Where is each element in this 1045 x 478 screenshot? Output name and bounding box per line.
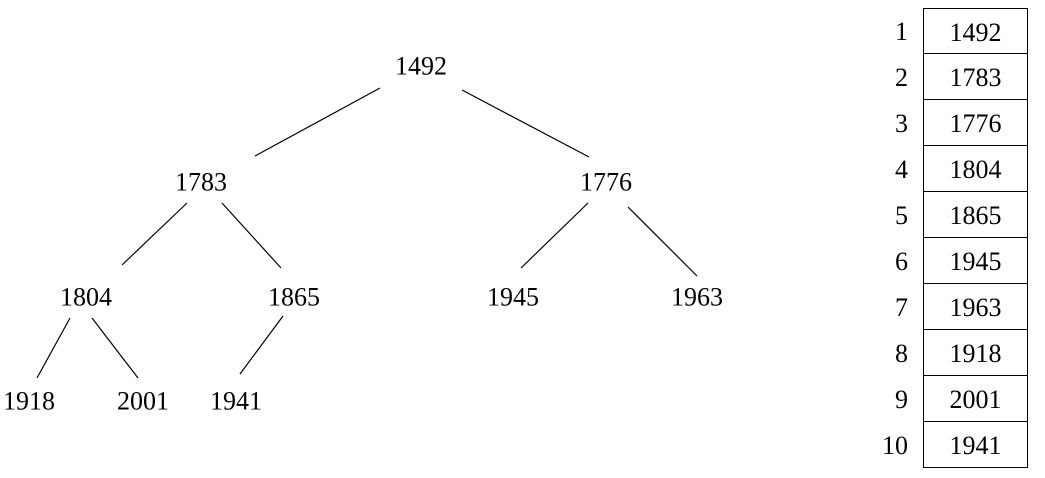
array-cell: 1963 xyxy=(923,284,1028,330)
array-cell: 1804 xyxy=(923,146,1028,192)
tree-edge-n4-n9 xyxy=(91,317,139,379)
array-cell: 1918 xyxy=(923,330,1028,376)
array-row: 3 1776 xyxy=(880,100,1028,146)
array-cell: 1945 xyxy=(923,238,1028,284)
array-row: 10 1941 xyxy=(880,422,1028,468)
tree-node-n1: 1492 xyxy=(395,52,447,81)
tree-edge-n3-n7 xyxy=(627,206,698,277)
array-row: 8 1918 xyxy=(880,330,1028,376)
tree-edge-n1-n2 xyxy=(254,87,381,157)
array-cell: 1941 xyxy=(923,422,1028,468)
array-index: 9 xyxy=(895,385,908,414)
array-index: 7 xyxy=(895,293,908,322)
array-cell: 2001 xyxy=(923,376,1028,422)
array-row: 7 1963 xyxy=(880,284,1028,330)
tree-edge-n2-n5 xyxy=(221,202,282,269)
tree-node-n5: 1865 xyxy=(268,283,320,312)
array-cell: 1776 xyxy=(923,100,1028,146)
tree-node-n6: 1945 xyxy=(487,283,539,312)
array-row: 4 1804 xyxy=(880,146,1028,192)
tree-edge-n4-n8 xyxy=(36,317,71,379)
array-cell: 1865 xyxy=(923,192,1028,238)
tree-node-n4: 1804 xyxy=(60,283,112,312)
tree-edge-n2-n4 xyxy=(121,202,188,266)
tree-nodes: 1492 1783 1776 1804 1865 1945 1963 1918 2001 1941 xyxy=(3,52,723,416)
tree-node-n3: 1776 xyxy=(580,168,632,197)
array-index: 10 xyxy=(882,431,908,460)
array-cell: 1492 xyxy=(923,8,1028,54)
array-row: 1 1492 xyxy=(880,8,1028,54)
array-row: 2 1783 xyxy=(880,54,1028,100)
array-row: 6 1945 xyxy=(880,238,1028,284)
array-index: 8 xyxy=(895,339,908,368)
array-index: 1 xyxy=(895,17,908,46)
array-index: 5 xyxy=(895,201,908,230)
array-cell: 1783 xyxy=(923,54,1028,100)
heap-tree-diagram: 1492 1783 1776 1804 1865 1945 1963 1918 2001 1941 xyxy=(3,52,723,416)
tree-node-n7: 1963 xyxy=(671,283,723,312)
tree-node-n2: 1783 xyxy=(175,168,227,197)
array-row: 5 1865 xyxy=(880,192,1028,238)
array-index: 6 xyxy=(895,247,908,276)
tree-edges xyxy=(36,87,698,379)
tree-edge-n1-n3 xyxy=(461,89,590,158)
heap-array: 1 1492 2 1783 3 1776 4 1804 5 1865 6 1945 7 1963 8 1918… xyxy=(880,8,1028,468)
tree-edge-n5-n10 xyxy=(239,315,284,375)
tree-edge-n3-n6 xyxy=(520,202,589,269)
array-index: 4 xyxy=(895,155,908,184)
array-index: 3 xyxy=(895,109,908,138)
tree-node-n9: 2001 xyxy=(117,387,169,416)
array-index: 2 xyxy=(895,63,908,92)
tree-node-n8: 1918 xyxy=(3,387,55,416)
tree-node-n10: 1941 xyxy=(210,387,262,416)
array-row: 9 2001 xyxy=(880,376,1028,422)
